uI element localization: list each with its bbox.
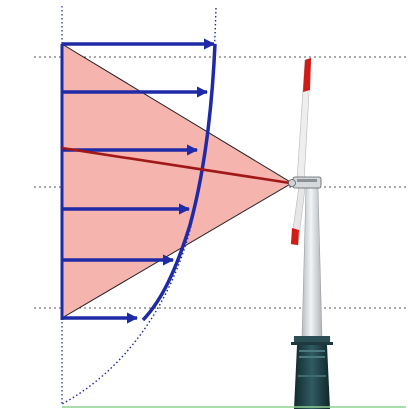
turbine-tower: [301, 187, 323, 339]
wind-vectors: [62, 38, 216, 324]
turbine-blade-down-tip: [291, 228, 299, 245]
turbine-blade-up-tip: [303, 58, 311, 92]
turbine-platform: [294, 336, 330, 343]
turbine-hub: [288, 179, 296, 187]
wind-turbine: [288, 57, 333, 409]
wind-profile-curve: [141, 43, 217, 322]
rotor-sector: [61, 43, 293, 319]
turbine-nacelle: [292, 176, 322, 189]
hub-reference-vector: [61, 146, 291, 185]
